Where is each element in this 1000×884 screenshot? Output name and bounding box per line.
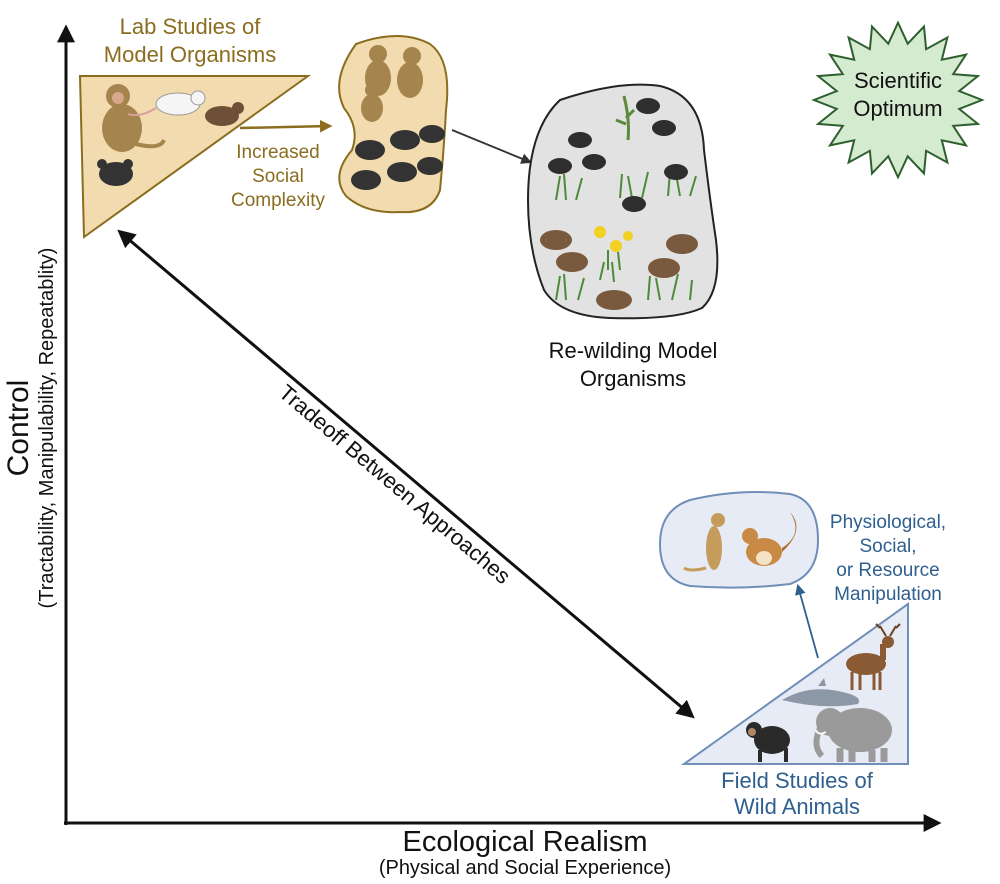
manip-line2: Social, — [859, 536, 916, 557]
monkey-icon — [102, 84, 166, 152]
x-axis-subtitle: (Physical and Social Experience) — [379, 857, 671, 879]
chimpanzee-icon — [746, 722, 790, 762]
mouse-icon — [205, 102, 244, 126]
meerkat-icon — [683, 513, 725, 572]
arrow-label-line3: Complexity — [231, 190, 325, 211]
dolphin-icon — [782, 678, 859, 707]
rewild-label-line1: Re-wilding Model — [549, 338, 718, 363]
lab-studies-group: Lab Studies of Model Organisms — [78, 14, 312, 239]
mouse-icon — [97, 159, 133, 186]
optimum-line1: Scientific — [854, 68, 942, 93]
field-title-line1: Field Studies of — [721, 768, 874, 793]
manipulation-group — [658, 491, 820, 589]
rewild-arrow — [451, 129, 532, 164]
scientific-optimum-star — [811, 20, 985, 180]
manip-line4: Manipulation — [834, 584, 942, 605]
rewilding-group — [526, 83, 719, 320]
y-axis-title: Control — [2, 380, 35, 477]
axes — [57, 24, 942, 832]
social-complexity-arrow — [239, 119, 333, 133]
tradeoff-label: Tradeoff Between Approaches — [274, 380, 515, 589]
grass-icon — [615, 95, 636, 141]
arrow-label-line1: Increased — [236, 142, 319, 163]
manip-line1: Physiological, — [830, 512, 946, 533]
arrow-label-line2: Social — [252, 166, 304, 187]
rat-icon — [127, 90, 206, 117]
field-title-line2: Wild Animals — [734, 794, 860, 819]
x-axis-title: Ecological Realism — [403, 826, 648, 858]
squirrel-icon — [742, 512, 797, 566]
scientific-optimum-group: Scientific Optimum — [811, 20, 985, 180]
tradeoff-arrow — [117, 229, 695, 719]
mouse-icon — [548, 98, 688, 212]
field-studies-group — [680, 602, 909, 765]
group-housing-group — [338, 35, 449, 214]
manipulation-blob — [658, 491, 820, 589]
deer-icon — [846, 623, 901, 690]
monkey-icon — [361, 45, 423, 122]
manipulation-arrow — [795, 583, 819, 659]
rewild-label-line2: Organisms — [580, 366, 686, 391]
y-axis-subtitle: (Tractability, Manipulability, Repeatabl… — [36, 248, 58, 609]
optimum-line2: Optimum — [853, 96, 942, 121]
elephant-icon — [813, 708, 892, 762]
mouse-icon — [351, 125, 445, 190]
manip-line3: or Resource — [836, 560, 940, 581]
lab-title-line1: Lab Studies of — [120, 14, 262, 39]
lab-title-line2: Model Organisms — [104, 42, 276, 67]
